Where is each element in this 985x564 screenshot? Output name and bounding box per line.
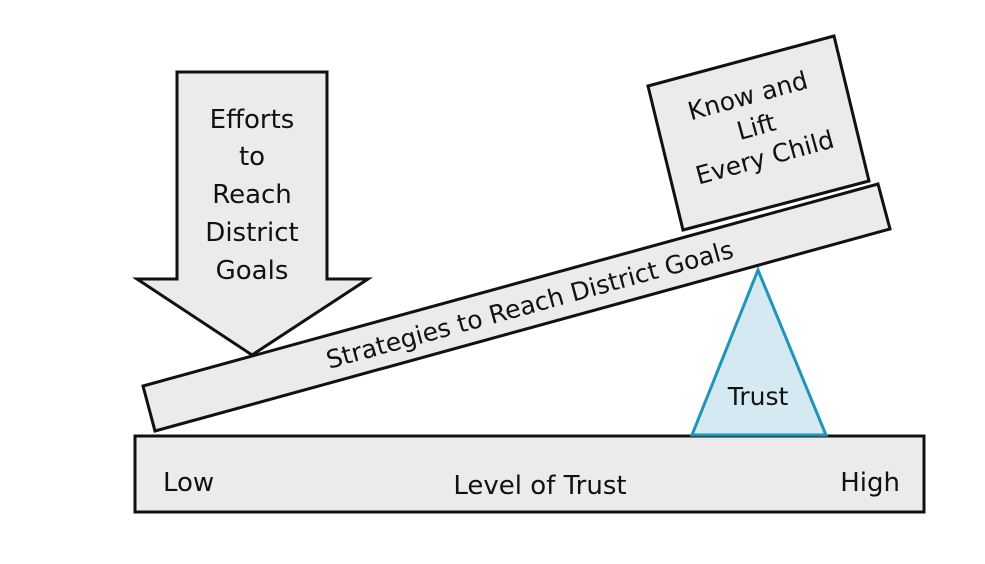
plank-shape [141, 182, 892, 433]
down-arrow-icon [132, 70, 374, 357]
know-and-lift-box: Know and Lift Every Child [646, 34, 871, 232]
triangle-shape [689, 266, 829, 437]
arrow-line-1: Efforts [210, 105, 295, 135]
trust-label: Trust [727, 382, 789, 411]
efforts-arrow: Efforts to Reach District Goals [132, 70, 374, 357]
arrow-line-2: to [239, 142, 265, 172]
low-label: Low [163, 468, 214, 498]
trust-level-bar: Low Level of Trust High [133, 434, 926, 514]
level-of-trust-label: Level of Trust [453, 471, 626, 501]
trust-fulcrum: Trust [689, 266, 829, 437]
plank-label: Strategies to Reach District Goals [323, 235, 736, 375]
arrow-line-5: Goals [216, 256, 289, 286]
box-shape [646, 34, 871, 232]
high-label: High [840, 468, 900, 498]
arrow-line-3: Reach [212, 180, 292, 210]
arrow-line-4: District [205, 218, 298, 248]
